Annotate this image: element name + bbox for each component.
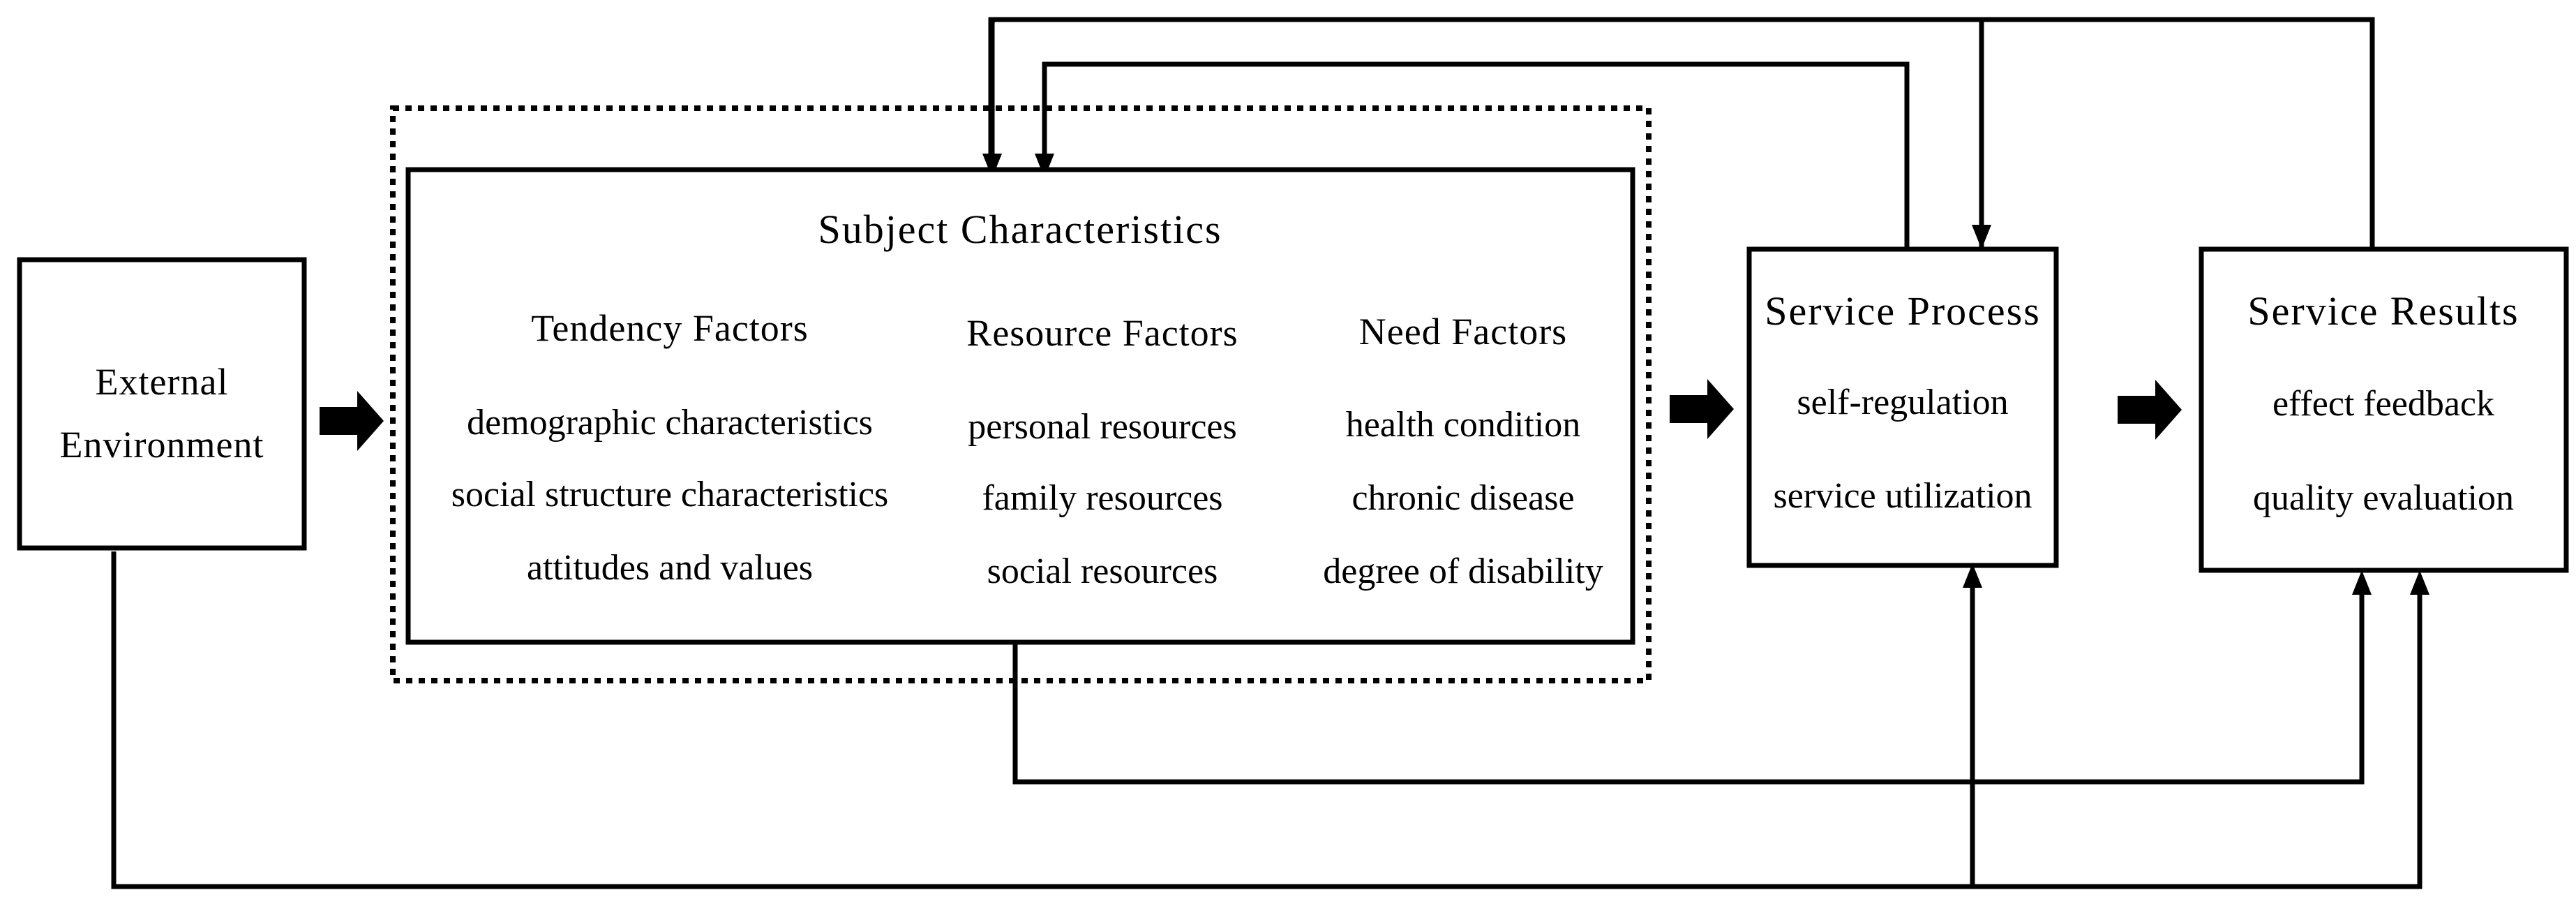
connector-lines bbox=[111, 17, 2423, 889]
service-results-box: Service Results effect feedback quality … bbox=[2199, 246, 2569, 573]
subject-dotted-frame bbox=[390, 105, 1652, 683]
results-item: quality evaluation bbox=[2253, 478, 2514, 518]
external-environment-box: External Environment bbox=[17, 257, 307, 551]
results-item: effect feedback bbox=[2272, 384, 2494, 424]
resource-item: personal resources bbox=[968, 407, 1237, 447]
arrowhead-up-process bbox=[1963, 563, 1982, 588]
flow-arrow-external-to-subject bbox=[320, 391, 384, 451]
feedback-arrowheads bbox=[982, 154, 2429, 595]
arrowhead-up-results-a bbox=[2352, 570, 2372, 595]
results-title: Service Results bbox=[2247, 288, 2519, 334]
process-item: self-regulation bbox=[1797, 383, 2008, 422]
resource-header: Resource Factors bbox=[966, 312, 1238, 354]
external-to-results-line bbox=[111, 551, 2423, 889]
service-process-box: Service Process self-regulation service … bbox=[1746, 246, 2059, 568]
need-item: degree of disability bbox=[1323, 551, 1603, 591]
subject-to-results-line bbox=[1012, 586, 2365, 785]
process-title: Service Process bbox=[1765, 288, 2041, 334]
need-header: Need Factors bbox=[1359, 311, 1567, 353]
arrowhead-down-process bbox=[1972, 225, 1991, 249]
subject-title: Subject Characteristics bbox=[818, 207, 1222, 252]
resource-item: social resources bbox=[987, 551, 1218, 591]
tendency-header: Tendency Factors bbox=[531, 307, 809, 349]
flow-arrow-process-to-results bbox=[2118, 380, 2182, 440]
process-to-subject-line bbox=[1042, 61, 1910, 248]
arrowhead-down-subject-outer bbox=[982, 154, 1002, 178]
tendency-item: social structure characteristics bbox=[451, 475, 889, 514]
flow-arrows bbox=[320, 379, 2182, 451]
tendency-item: demographic characteristics bbox=[467, 403, 873, 443]
process-item: service utilization bbox=[1773, 476, 2032, 516]
subject-characteristics-box: Subject Characteristics Tendency Factors… bbox=[405, 167, 1635, 645]
external-label-line2: Environment bbox=[60, 424, 264, 466]
need-item: health condition bbox=[1346, 405, 1580, 445]
need-item: chronic disease bbox=[1351, 478, 1574, 518]
arrowhead-up-results-b bbox=[2410, 570, 2429, 595]
arrowhead-down-subject-inner bbox=[1035, 154, 1054, 178]
flow-arrow-subject-to-process bbox=[1670, 379, 1734, 439]
external-label-line1: External bbox=[96, 361, 229, 403]
tendency-item: attitudes and values bbox=[527, 548, 813, 588]
resource-item: family resources bbox=[982, 478, 1222, 518]
